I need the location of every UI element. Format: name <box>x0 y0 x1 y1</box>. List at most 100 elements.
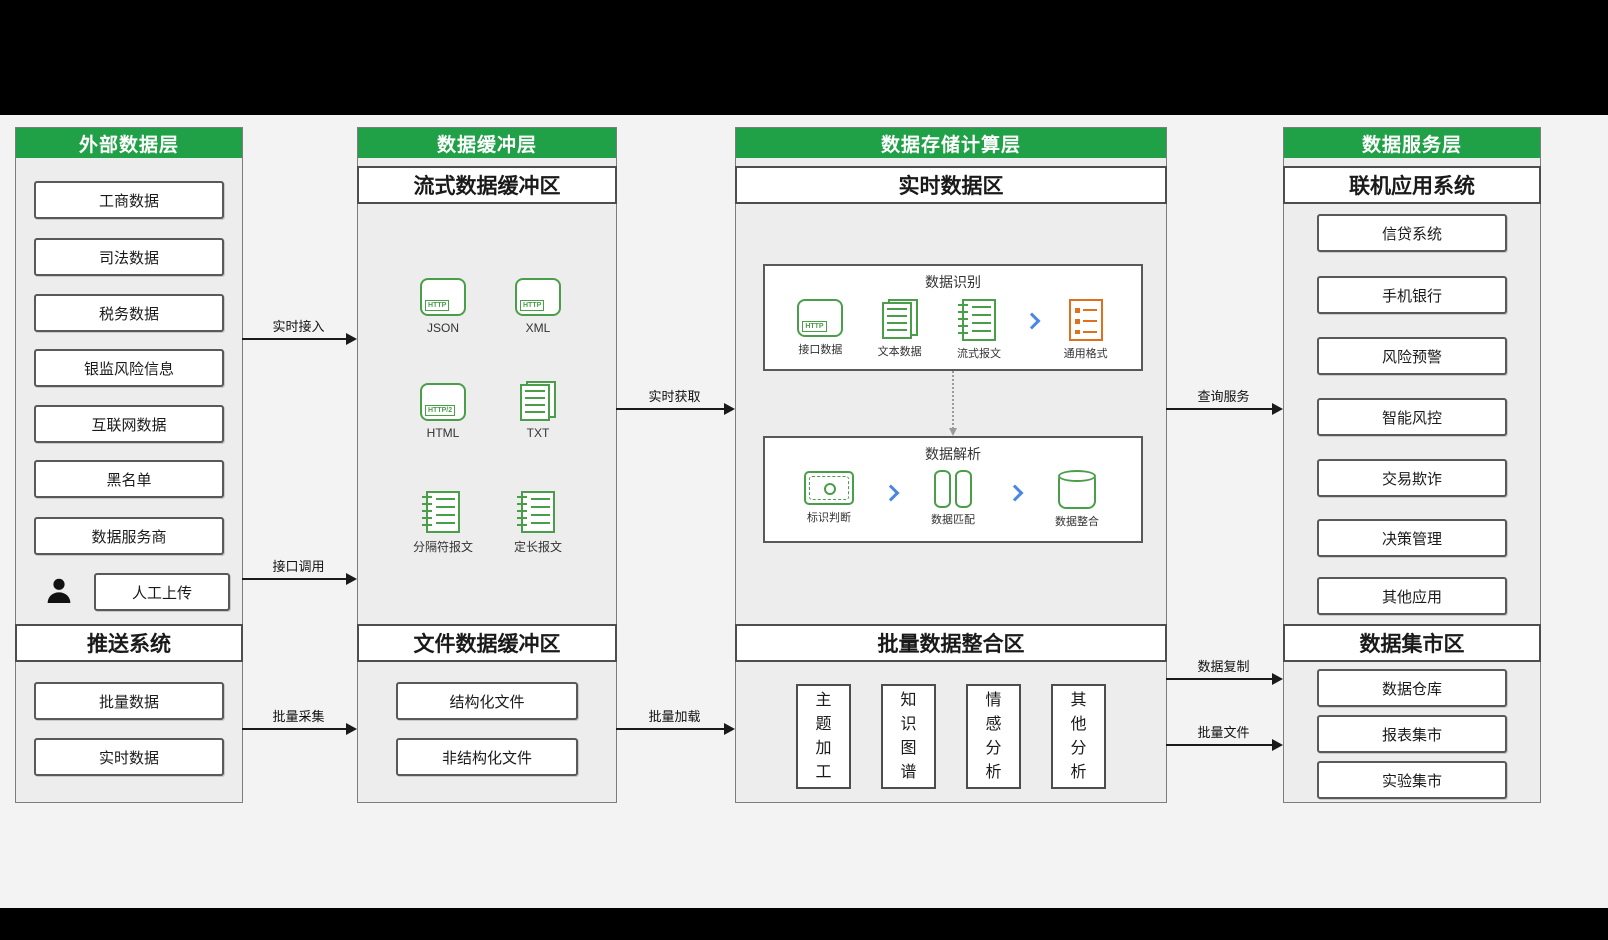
xml-file-icon-group: HTTP XML <box>496 278 580 335</box>
arrow-data-copy: 数据复制 <box>1166 659 1283 685</box>
icon-label: 标识判断 <box>807 512 851 524</box>
chevron-right-icon <box>1006 484 1024 502</box>
item-transaction-fraud: 交易欺诈 <box>1317 459 1507 497</box>
stream-buffer-title: 流式数据缓冲区 <box>357 166 617 204</box>
delimiter-message-icon-group: 分隔符报文 <box>401 491 485 555</box>
item-data-warehouse: 数据仓库 <box>1317 669 1507 707</box>
data-parsing-panel: 数据解析 标识判断 数据匹配 数据整合 <box>763 436 1143 543</box>
item-tax-data: 税务数据 <box>34 294 224 332</box>
data-integration-icon <box>1058 470 1096 509</box>
external-data-layer-column: 外部数据层 工商数据 司法数据 税务数据 银监风险信息 互联网数据 黑名单 数据… <box>15 127 243 803</box>
item-data-service-provider: 数据服务商 <box>34 517 224 555</box>
arrow-interface-call: 接口调用 <box>242 559 357 585</box>
item-judicial-data: 司法数据 <box>34 238 224 276</box>
json-file-icon-group: HTTP JSON <box>401 278 485 335</box>
xml-http-file-icon: HTTP <box>515 278 561 316</box>
chevron-right-icon <box>882 484 900 502</box>
data-recognition-title: 数据识别 <box>925 274 981 290</box>
bottom-letterbox-bar <box>0 908 1608 940</box>
icon-label: 数据整合 <box>1055 516 1099 528</box>
item-manual-upload: 人工上传 <box>94 573 230 611</box>
data-matching-icon <box>934 470 972 508</box>
data-matching-icon-group: 数据匹配 <box>921 470 985 527</box>
arrow-label: 接口调用 <box>272 559 325 574</box>
arrow-batch-file: 批量文件 <box>1166 725 1283 751</box>
text-data-icon-group: 文本数据 <box>868 299 932 359</box>
stream-message-icon <box>957 299 996 341</box>
arrow-label: 实时获取 <box>648 389 701 404</box>
fixed-length-message-icon-group: 定长报文 <box>496 491 580 555</box>
icon-label: 通用格式 <box>1063 348 1108 360</box>
data-recognition-panel: 数据识别 HTTP 接口数据 文本数据 流式报文 通用格式 <box>763 264 1143 371</box>
top-letterbox-bar <box>0 0 1608 115</box>
text-data-icon <box>881 299 918 339</box>
icon-label: 定长报文 <box>513 540 562 554</box>
item-experiment-mart: 实验集市 <box>1317 761 1507 799</box>
item-risk-warning: 风险预警 <box>1317 337 1507 375</box>
icon-label: 文本数据 <box>877 346 922 358</box>
html-http-file-icon: HTTP/2 <box>420 383 466 421</box>
data-parsing-icons-row: 标识判断 数据匹配 数据整合 <box>765 470 1141 529</box>
item-banking-risk-info: 银监风险信息 <box>34 349 224 387</box>
vbox-label: 其他分析 <box>1070 691 1087 781</box>
data-storage-computing-layer-column: 数据存储计算层 实时数据区 数据识别 HTTP 接口数据 文本数据 流式报文 <box>735 127 1167 803</box>
vbox-label: 知识图谱 <box>900 691 917 781</box>
arrow-realtime-access: 实时接入 <box>242 319 357 345</box>
arrow-realtime-fetch: 实时获取 <box>616 389 735 415</box>
identifier-judgment-icon <box>804 471 854 505</box>
push-system-header: 推送系统 <box>15 624 243 662</box>
txt-file-icon-group: TXT <box>496 381 580 440</box>
icon-label: 数据匹配 <box>931 514 975 526</box>
icon-label: 流式报文 <box>956 348 1001 360</box>
http-badge: HTTP/2 <box>425 405 456 416</box>
arrow-label: 批量采集 <box>272 709 325 724</box>
item-business-data: 工商数据 <box>34 181 224 219</box>
data-buffer-layer-header: 数据缓冲层 <box>358 128 616 158</box>
item-other-applications: 其他应用 <box>1317 577 1507 615</box>
arrow-label: 批量加载 <box>648 709 701 724</box>
http-badge: HTTP <box>425 300 450 311</box>
html-file-icon-group: HTTP/2 HTML <box>401 383 485 440</box>
data-recognition-icons-row: HTTP 接口数据 文本数据 流式报文 通用格式 <box>765 299 1141 361</box>
vbox-label: 情感分析 <box>985 691 1002 781</box>
data-integration-icon-group: 数据整合 <box>1045 470 1109 529</box>
data-parsing-title: 数据解析 <box>925 446 981 462</box>
arrow-batch-collect: 批量采集 <box>242 709 357 735</box>
vbox-label: 主题加工 <box>815 691 832 781</box>
arrow-batch-load: 批量加载 <box>616 709 735 735</box>
data-mart-zone-title: 数据集市区 <box>1283 624 1541 662</box>
item-report-mart: 报表集市 <box>1317 715 1507 753</box>
box-topic-processing: 主题加工 <box>796 684 851 789</box>
arrow-label: 数据复制 <box>1197 659 1250 674</box>
icon-label: XML <box>525 321 551 335</box>
item-mobile-banking: 手机银行 <box>1317 276 1507 314</box>
item-unstructured-file: 非结构化文件 <box>396 738 578 776</box>
data-buffer-layer-column: 数据缓冲层 流式数据缓冲区 HTTP JSON HTTP XML HTTP/2 … <box>357 127 617 803</box>
icon-label: 接口数据 <box>798 344 843 356</box>
item-credit-system: 信贷系统 <box>1317 214 1507 252</box>
arrow-label: 查询服务 <box>1197 389 1250 404</box>
universal-format-icon-group: 通用格式 <box>1054 299 1118 361</box>
arrow-label: 实时接入 <box>272 319 325 334</box>
arrow-query-service: 查询服务 <box>1166 389 1283 415</box>
item-decision-management: 决策管理 <box>1317 519 1507 557</box>
batch-integration-zone-title: 批量数据整合区 <box>735 624 1167 662</box>
recognition-to-parsing-arrow <box>949 371 957 436</box>
icon-label: HTML <box>426 426 460 440</box>
universal-format-icon <box>1068 299 1103 341</box>
item-structured-file: 结构化文件 <box>396 682 578 720</box>
item-blacklist: 黑名单 <box>34 460 224 498</box>
data-storage-computing-layer-header: 数据存储计算层 <box>736 128 1166 158</box>
online-app-system-title: 联机应用系统 <box>1283 166 1541 204</box>
file-buffer-title: 文件数据缓冲区 <box>357 624 617 662</box>
icon-label: TXT <box>526 426 550 440</box>
http-badge: HTTP <box>520 300 545 311</box>
icon-label: 分隔符报文 <box>412 540 473 554</box>
data-service-layer-column: 数据服务层 联机应用系统 信贷系统 手机银行 风险预警 智能风控 交易欺诈 决策… <box>1283 127 1541 803</box>
item-internet-data: 互联网数据 <box>34 405 224 443</box>
interface-data-icon-group: HTTP 接口数据 <box>788 299 852 357</box>
icon-label: JSON <box>426 321 459 335</box>
arrow-label: 批量文件 <box>1197 725 1250 740</box>
box-other-analysis: 其他分析 <box>1051 684 1106 789</box>
